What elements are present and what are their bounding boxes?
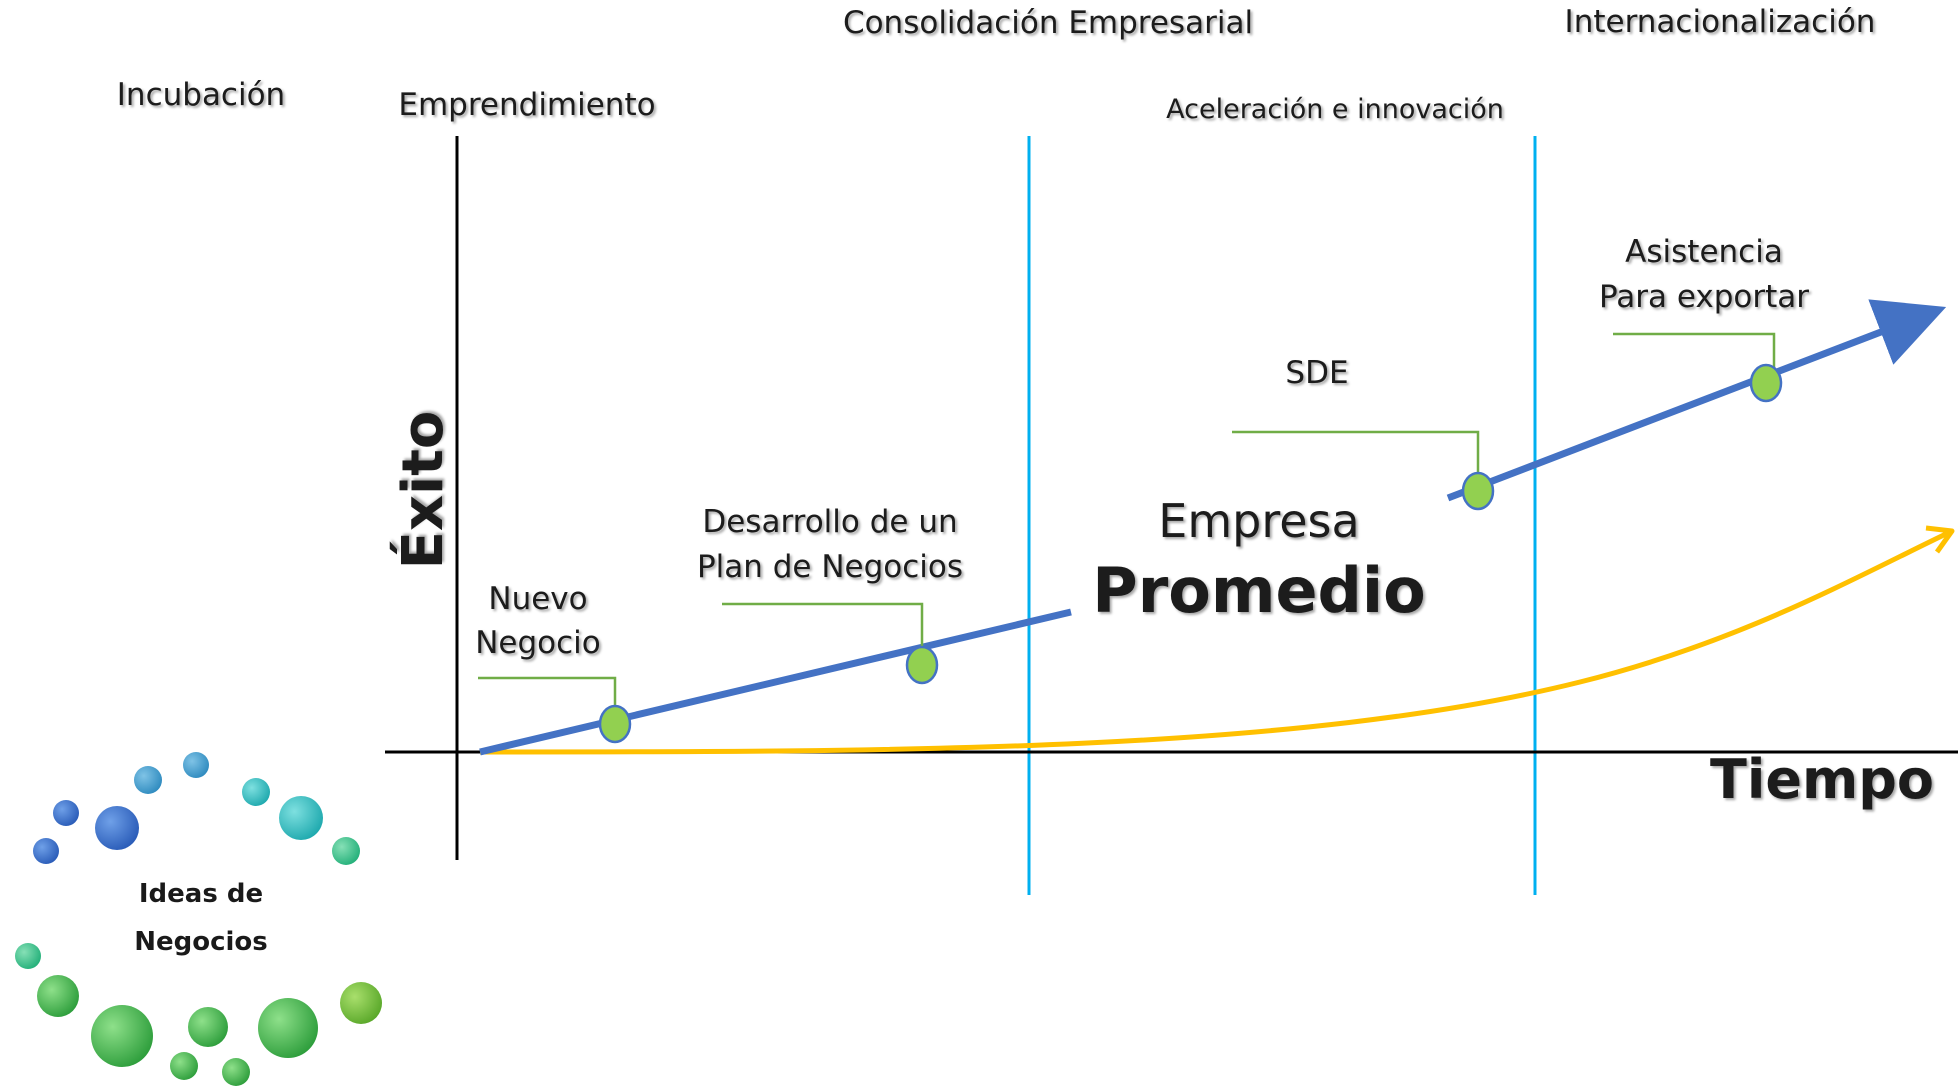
milestone-label-nuevo-negocio-2: Negocio bbox=[475, 625, 601, 661]
bubble bbox=[258, 998, 318, 1058]
milestone-label-sde: SDE bbox=[1285, 355, 1348, 391]
average-growth-curve bbox=[479, 529, 1952, 755]
growth-line-segment-2 bbox=[1446, 299, 1947, 502]
growth-line-segment-1 bbox=[479, 608, 1072, 756]
ideas-label-1: Ideas de bbox=[139, 879, 263, 909]
bubble bbox=[170, 1052, 198, 1080]
y-axis-label: Éxito bbox=[390, 411, 456, 570]
bubble bbox=[332, 837, 360, 865]
callout-nuevo-negocio bbox=[478, 676, 617, 723]
callout-asistencia bbox=[1613, 332, 1776, 378]
stage-label-incubacion: Incubación bbox=[117, 77, 285, 113]
stage-label-consolidacion: Consolidación Empresarial bbox=[843, 5, 1253, 41]
promedio-label: Promedio bbox=[1092, 554, 1426, 627]
bubble bbox=[37, 975, 79, 1017]
callout-plan-negocios bbox=[722, 602, 924, 663]
stage-label-emprendimiento: Emprendimiento bbox=[398, 87, 655, 123]
milestone-marker-asistencia bbox=[1749, 363, 1783, 403]
milestone-marker-plan-negocios bbox=[905, 645, 939, 685]
bubble bbox=[279, 796, 323, 840]
bubble bbox=[134, 766, 162, 794]
milestone-marker-nuevo-negocio bbox=[598, 704, 632, 744]
bubble bbox=[33, 838, 59, 864]
x-axis-label: Tiempo bbox=[1710, 748, 1934, 811]
bubble bbox=[183, 752, 209, 778]
average-curve-arrowhead bbox=[1925, 525, 1955, 554]
bubble bbox=[340, 982, 382, 1024]
milestone-label-asistencia-2: Para exportar bbox=[1599, 279, 1809, 315]
bubble bbox=[15, 943, 41, 969]
bubble bbox=[188, 1007, 228, 1047]
ideas-bubble-cluster bbox=[15, 752, 382, 1086]
milestone-label-plan-negocios-2: Plan de Negocios bbox=[697, 549, 963, 585]
ideas-label-2: Negocios bbox=[134, 927, 268, 957]
bubble bbox=[242, 778, 270, 806]
callout-sde bbox=[1232, 430, 1480, 489]
empresa-label: Empresa bbox=[1158, 494, 1359, 548]
milestone-marker-sde bbox=[1461, 471, 1495, 511]
milestone-label-nuevo-negocio-1: Nuevo bbox=[488, 581, 587, 617]
stage-label-internacionalizacion: Internacionalización bbox=[1565, 4, 1876, 40]
stage-label-aceleracion: Aceleración e innovación bbox=[1166, 94, 1504, 125]
bubble bbox=[91, 1005, 153, 1067]
bubble bbox=[222, 1058, 250, 1086]
bubble bbox=[95, 806, 139, 850]
bubble bbox=[53, 800, 79, 826]
milestone-label-asistencia-1: Asistencia bbox=[1625, 234, 1783, 270]
milestone-label-plan-negocios-1: Desarrollo de un bbox=[702, 504, 957, 540]
